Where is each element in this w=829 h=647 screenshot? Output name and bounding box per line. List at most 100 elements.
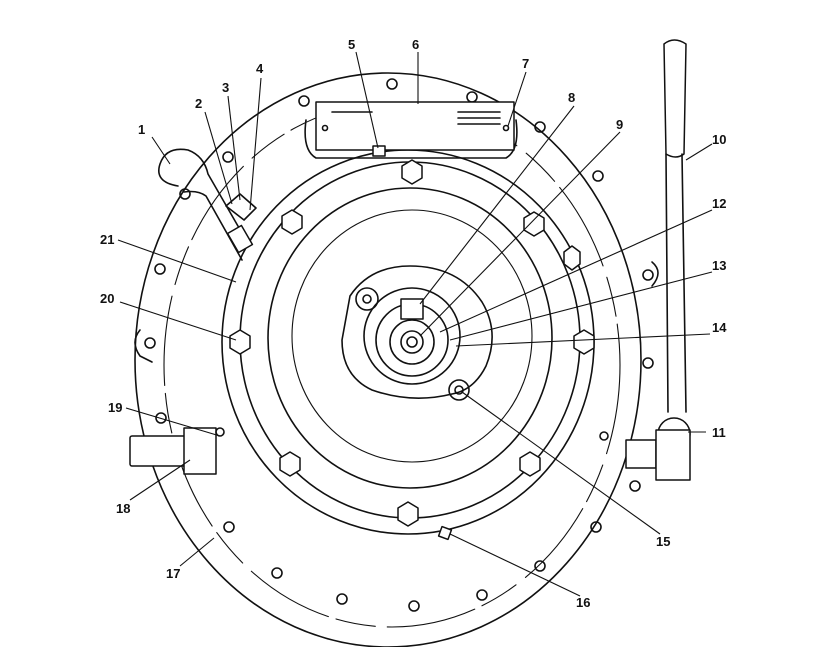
flange-bolt-hole [179,188,191,200]
leader-4 [249,77,262,211]
hub-mounting-boss-hole [454,385,464,395]
flange-bolt-hole [534,121,546,133]
hex-bolt [523,211,545,237]
cover-recess-ring [291,209,533,463]
left-input-shaft-splined [129,435,187,467]
callout-21: 21 [100,232,114,247]
leader-14 [455,333,711,347]
nameplate [315,101,515,151]
hex-bolt [229,329,251,355]
callout-17: 17 [166,566,180,581]
flange-bolt-hole [386,78,398,90]
hex-bolt [401,159,423,185]
leader-16 [449,533,581,597]
flange-bolt-hole [642,269,654,281]
leader-5 [355,51,379,149]
callout-9: 9 [616,117,623,132]
shift-lever-handle [663,39,687,158]
callout-4: 4 [256,61,264,76]
hex-bolt [573,329,595,355]
flange-bolt-hole [336,593,348,605]
flange-bolt-hole [144,337,156,349]
hub-mounting-boss [448,379,470,401]
leader-21 [117,239,237,283]
flange-bolt-hole [154,263,166,275]
right-mounting-lug [651,261,659,287]
flange-bolt-holes [144,78,654,612]
leader-19 [125,407,221,437]
leader-3 [227,95,241,201]
flange-bolt-hole [155,412,167,424]
leader-18 [129,459,191,501]
shift-lever-shaft [665,153,669,413]
callout-6: 6 [412,37,419,52]
right-output-shaft-splined [625,439,657,469]
nameplate-rivet [502,124,510,132]
right-screw [599,431,609,441]
hex-bolt [563,245,581,271]
leader-2 [204,111,233,205]
breather-fitting [226,224,254,254]
cover-hex-bolts [229,159,595,527]
callout-12: 12 [712,196,726,211]
callout-5: 5 [348,37,355,52]
callout-labels: 1 2 3 4 5 6 7 8 9 10 11 12 13 14 15 16 1… [100,37,727,610]
hex-bolt [279,451,301,477]
flange-bolt-hole [298,95,310,107]
left-mounting-lug [134,329,153,363]
breather-tube-outer [183,190,243,261]
output-shaft [400,330,424,354]
hub-mounting-boss-hole [362,294,372,304]
hub-outer-ring [363,287,461,385]
shaft-nut [406,336,418,348]
breather-tube [158,148,247,241]
callout-10: 10 [712,132,726,147]
callout-15: 15 [656,534,670,549]
flange-bolt-hole [408,600,420,612]
outer-housing-flange [134,72,642,647]
right-output-shaft-housing [655,429,691,481]
callout-14: 14 [712,320,727,335]
callout-16: 16 [576,595,590,610]
flange-bolt-hole [590,521,602,533]
shift-lever-shaft [681,153,687,413]
hub-plate [341,265,493,399]
hex-bolt [281,209,303,235]
callout-20: 20 [100,291,114,306]
nameplate-rivet [321,124,329,132]
flange-bolt-hole [534,560,546,572]
leader-17 [179,537,215,567]
callout-18: 18 [116,501,130,516]
callout-7: 7 [522,56,529,71]
leader-1 [151,136,171,165]
inner-housing-rim [163,102,621,628]
callout-1: 1 [138,122,145,137]
flange-bolt-hole [223,521,235,533]
flange-bolt-hole [271,567,283,579]
hex-bolt [397,501,419,527]
leader-lines [117,51,713,597]
leader-10 [685,143,713,161]
hex-bolt [519,451,541,477]
callout-3: 3 [222,80,229,95]
nameplate-bracket [304,119,518,159]
flange-bolt-hole [222,151,234,163]
callout-13: 13 [712,258,726,273]
callout-19: 19 [108,400,122,415]
callout-2: 2 [195,96,202,111]
flange-bolt-hole [476,589,488,601]
leader-20 [119,301,237,341]
breather-cap [225,193,257,221]
flange-bolt-hole [466,91,478,103]
flange-bolt-hole [592,170,604,182]
flange-bolt-hole [642,357,654,369]
hub-mounting-boss [355,287,379,311]
cover-inner-ring [267,187,553,489]
left-input-shaft-housing [183,427,217,475]
leader-8 [419,105,575,305]
shaft-key [400,298,424,320]
leader-7 [507,71,527,127]
hub-inner-ring [389,319,435,365]
